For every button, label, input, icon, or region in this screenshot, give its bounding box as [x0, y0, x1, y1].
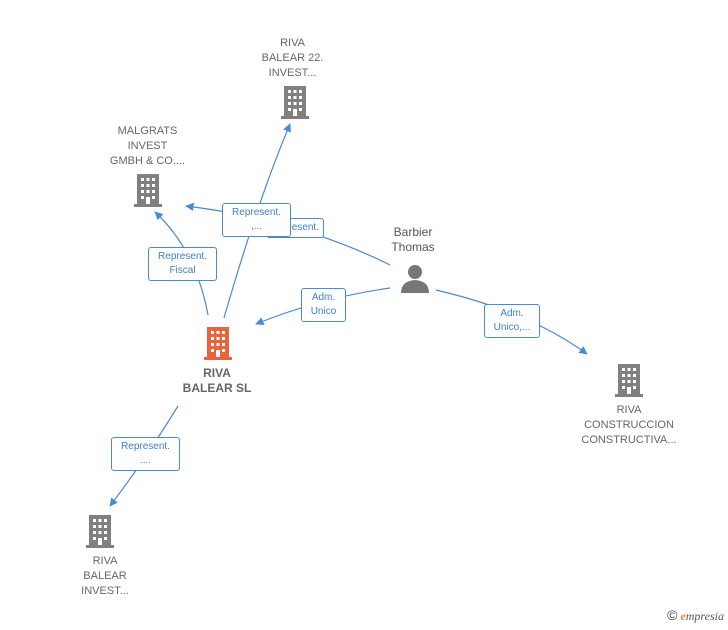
person-label-barbier-thomas[interactable]: Barbier Thomas [391, 225, 435, 254]
main-building-icon [204, 327, 232, 360]
node-label-malgrats[interactable]: MALGRATS INVEST GMBH & CO.... [109, 125, 186, 167]
brand-name: mpresia [685, 609, 724, 623]
node-label-riva-balear-invest[interactable]: RIVA BALEAR INVEST... [81, 555, 129, 597]
edge-label-represent-lower: Represent. .... [111, 437, 180, 471]
building-icon [134, 174, 162, 207]
node-label-riva-balear-sl[interactable]: RIVA BALEAR SL [182, 366, 252, 395]
edge-label-adm-unico-right: Adm. Unico,... [484, 304, 540, 338]
edge-label-adm-unico: Adm. Unico [301, 288, 346, 322]
node-label-riva-construccion[interactable]: RIVA CONSTRUCCION CONSTRUCTIVA... [581, 404, 677, 446]
edge-label-represent-fiscal: Represent. Fiscal [148, 247, 217, 281]
building-icon [615, 364, 643, 397]
node-label-riva-balear-22[interactable]: RIVA BALEAR 22. INVEST... [261, 37, 324, 79]
edge-label-represent-upper: Represent. ,... [222, 203, 291, 237]
empresia-logo: ©empresia [667, 607, 724, 624]
brand-e: e [680, 609, 686, 623]
building-icon [281, 86, 309, 119]
copyright-symbol: © [667, 607, 678, 623]
building-icon [86, 515, 114, 548]
person-icon [401, 265, 429, 293]
